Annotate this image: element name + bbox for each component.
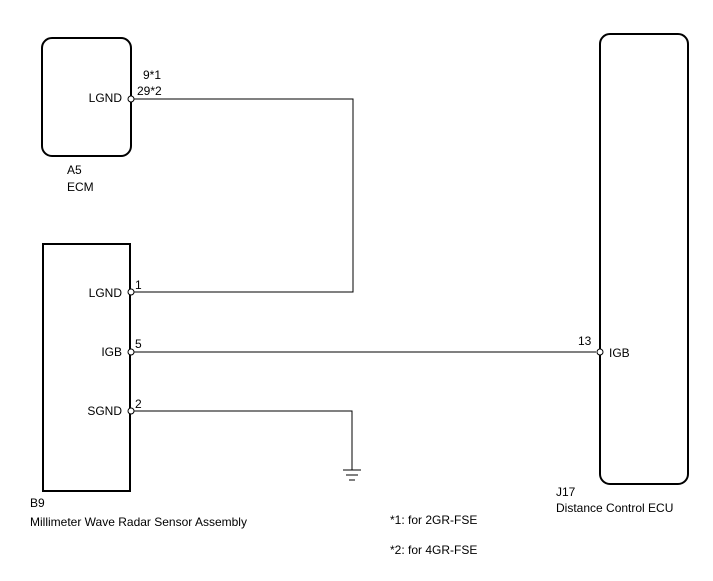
ecm-terminal-lgnd: LGND (89, 91, 123, 105)
distance-ecu-igb-pin-icon (596, 348, 604, 356)
radar-terminal-sgnd: SGND (87, 404, 122, 418)
ecm-lgnd-pin-icon (127, 95, 135, 103)
radar-code: B9 (30, 496, 45, 510)
radar-sensor-box (42, 243, 131, 492)
ecm-code: A5 (67, 163, 82, 177)
distance-ecu-code: J17 (556, 485, 576, 499)
distance-ecu-box (599, 33, 689, 485)
radar-sgnd-pin-icon (127, 407, 135, 415)
ecm-name: ECM (67, 180, 94, 194)
note-1: *1: for 2GR-FSE (390, 513, 477, 527)
distance-ecu-pin-13: 13 (578, 334, 592, 348)
radar-lgnd-pin-icon (127, 288, 135, 296)
radar-igb-pin-icon (127, 348, 135, 356)
distance-ecu-name: Distance Control ECU (556, 501, 673, 515)
radar-pin-1: 1 (135, 278, 142, 292)
wire-lgnd (134, 98, 354, 293)
ecm-pin-9: 9*1 (143, 68, 161, 82)
radar-terminal-igb: IGB (101, 345, 122, 359)
radar-name: Millimeter Wave Radar Sensor Assembly (30, 515, 247, 529)
distance-ecu-terminal-igb: IGB (609, 346, 630, 360)
ground-icon (343, 469, 361, 481)
note-2: *2: for 4GR-FSE (390, 543, 477, 557)
radar-terminal-lgnd: LGND (89, 286, 123, 300)
radar-pin-2: 2 (135, 397, 142, 411)
ecm-pin-29: 29*2 (137, 84, 162, 98)
radar-pin-5: 5 (135, 337, 142, 351)
wire-sgnd (134, 410, 353, 470)
